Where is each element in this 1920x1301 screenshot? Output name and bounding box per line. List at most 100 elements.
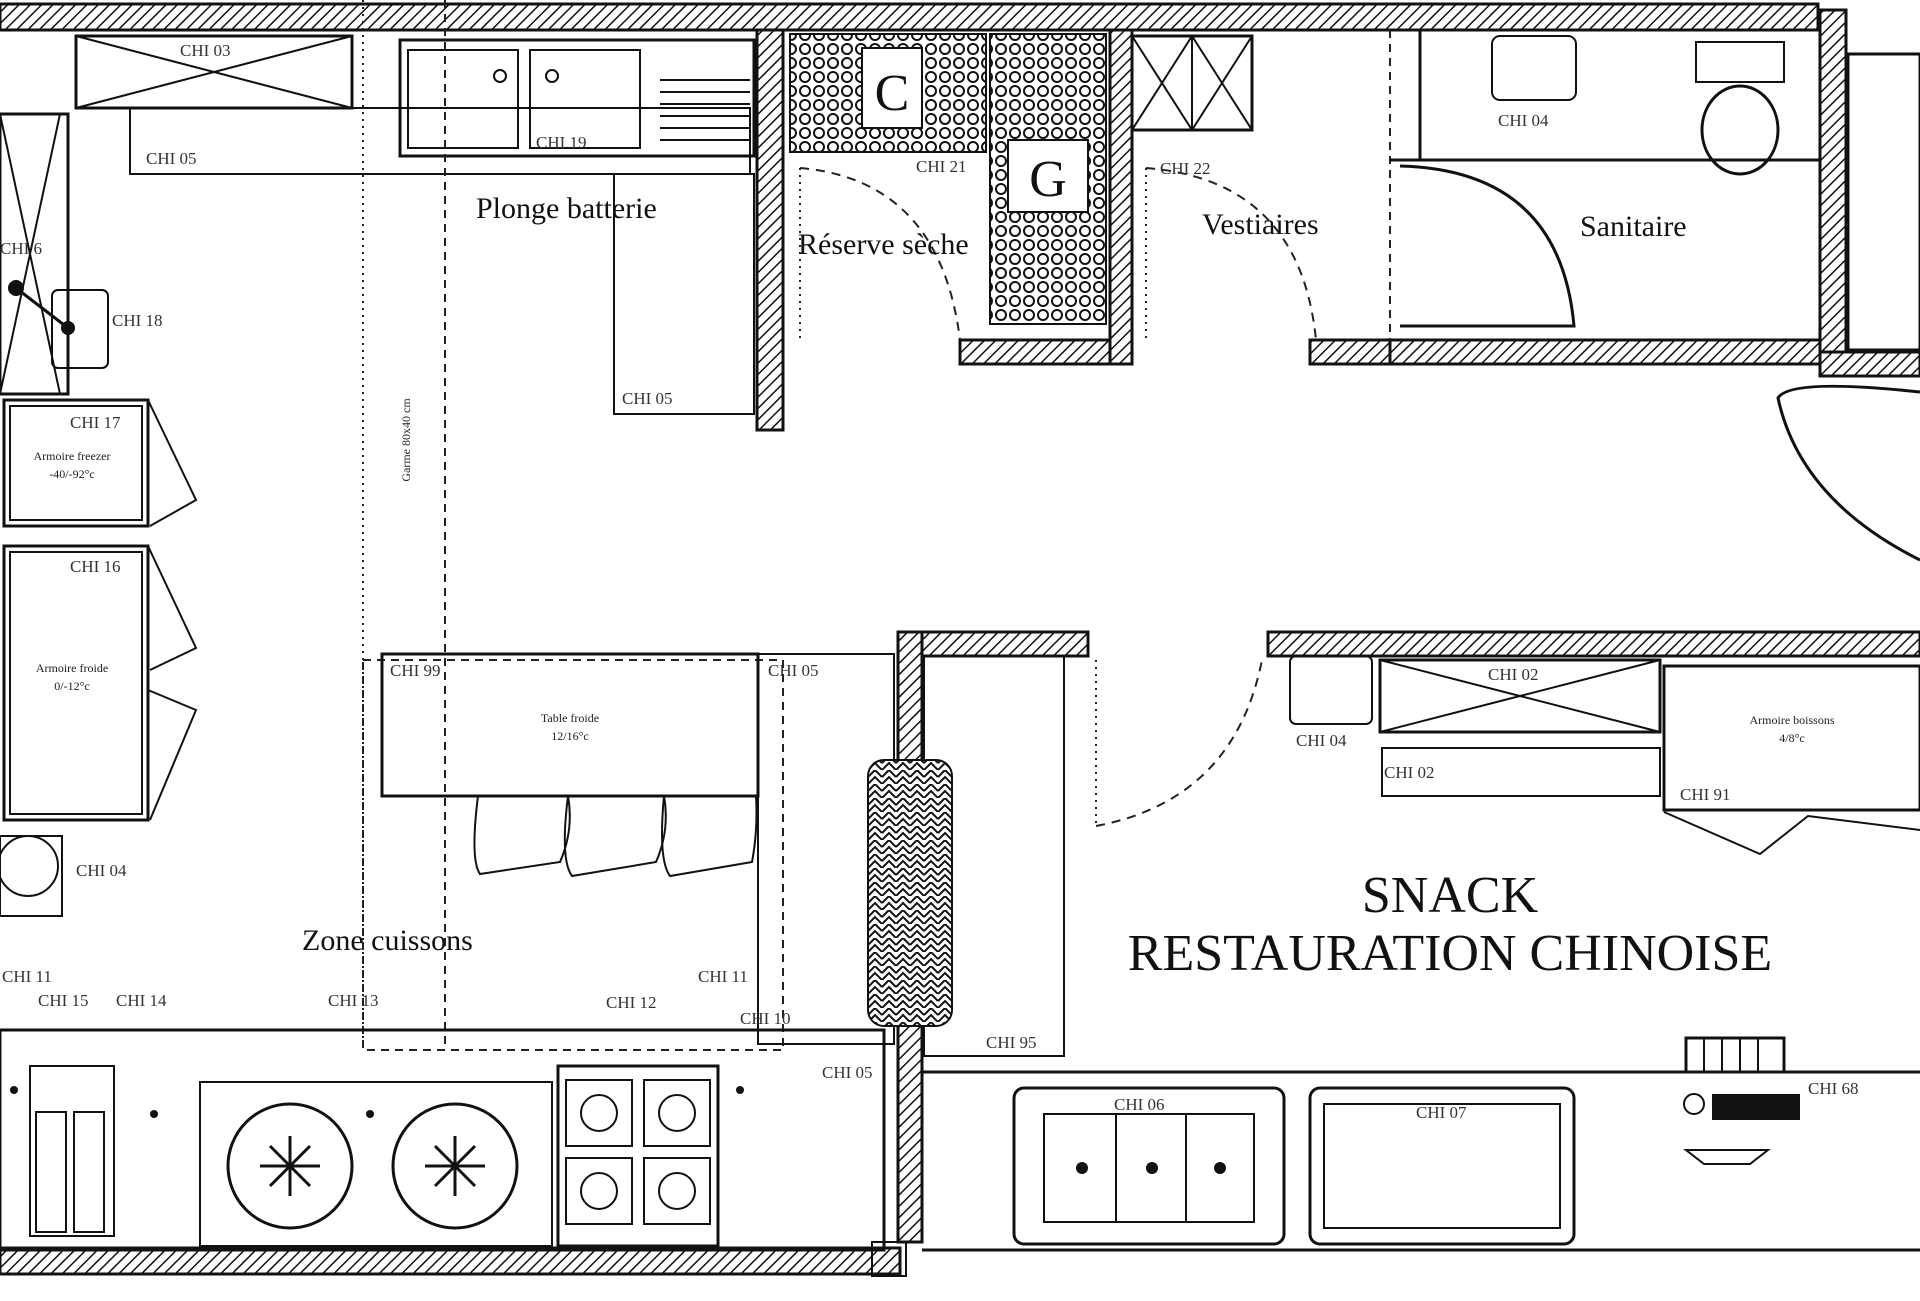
- tag: CHI 18: [112, 311, 163, 330]
- label-sanitaire: Sanitaire: [1580, 210, 1687, 243]
- freezer-cabinet: [2, 398, 150, 528]
- bain-marie-chi06: [1012, 1086, 1286, 1246]
- faucet-icon-2: [545, 69, 559, 83]
- letter-c: C: [875, 65, 910, 122]
- fridge-cabinet: [2, 544, 150, 822]
- sink-basin-2: [529, 49, 641, 149]
- pillar: [871, 1241, 907, 1277]
- tag: CHI 07: [1416, 1103, 1467, 1122]
- tag: CHI 11: [2, 967, 52, 986]
- tag: CHI 06: [1114, 1095, 1165, 1114]
- hood-dimension-label: Garme 80x40 cm: [399, 398, 413, 482]
- reference-tags: CHI 03 CHI 05 CHI 19 CHI 21 CHI 22 CHI 0…: [0, 41, 1859, 1122]
- sink-basin-1: [407, 49, 519, 149]
- left-equipment: [0, 112, 198, 917]
- tag: CHI 16: [70, 557, 121, 576]
- table-chi05-plonge: [613, 173, 755, 415]
- stool-icon: [1683, 1149, 1771, 1165]
- drainboard: [660, 79, 750, 141]
- fryer: [29, 1065, 115, 1237]
- back-rooms: [789, 30, 1920, 562]
- tag: CHI 12: [606, 993, 657, 1012]
- door-reserve: [799, 167, 961, 341]
- tag: CHI 05: [146, 149, 197, 168]
- tag: CHI 19: [536, 133, 587, 152]
- tag: CHI 05: [622, 389, 673, 408]
- armoire-freezer-label-1: Armoire freezer: [34, 449, 111, 463]
- tag: CHI 02: [1488, 665, 1539, 684]
- armoire-boissons: [1662, 664, 1920, 812]
- wok-range: [199, 1081, 553, 1247]
- wall-snack-top-a: [896, 630, 1090, 658]
- wall-bottom: [0, 1246, 902, 1276]
- tag: CHI 91: [1680, 785, 1731, 804]
- label-zone-cuissons: Zone cuissons: [302, 924, 473, 957]
- tag: CHI 05: [768, 661, 819, 680]
- armoire-froide-label-2: 0/-12°c: [54, 679, 89, 693]
- door-sanitaire: [1399, 164, 1576, 328]
- tag: CHI 14: [116, 991, 167, 1010]
- wall-reserve-left: [755, 28, 785, 432]
- gas-range: [556, 1064, 720, 1248]
- wok-burner-1-star: [260, 1136, 320, 1196]
- snack-title-line1: SNACK: [1362, 867, 1539, 924]
- wok-burner-2-star: [425, 1136, 485, 1196]
- tag: CHI 13: [328, 991, 379, 1010]
- snack-equipment: [867, 655, 1920, 1252]
- armoire-boissons-label-1: Armoire boissons: [1750, 713, 1835, 727]
- door-vestiaires: [1145, 167, 1317, 341]
- zigzag-panel: [867, 759, 953, 1027]
- handwash-chi04-left: [0, 835, 59, 897]
- table-froide-label-2: 12/16°c: [551, 729, 588, 743]
- wall-reserve-bottom: [958, 338, 1128, 366]
- wall-mid-1: [1108, 28, 1134, 366]
- tag: CHI 6: [0, 239, 42, 258]
- tag: CHI 04: [76, 861, 127, 880]
- armoire-boissons-label-2: 4/8°c: [1779, 731, 1804, 745]
- faucet-icon: [493, 69, 507, 83]
- plancha-chi07: [1308, 1086, 1576, 1246]
- table-froide-label-1: Table froide: [541, 711, 599, 725]
- label-plonge-batterie: Plonge batterie: [476, 192, 657, 225]
- tag: CHI 02: [1384, 763, 1435, 782]
- handwash-chi18: [51, 289, 109, 369]
- tag: CHI 99: [390, 661, 441, 680]
- snack-title-line2: RESTAURATION CHINOISE: [1128, 925, 1772, 982]
- cold-table: [380, 652, 895, 1045]
- cooking-line: [0, 1028, 886, 1252]
- handwash-chi04: [1289, 655, 1373, 725]
- wall-right-bottom: [1818, 350, 1920, 378]
- tag: CHI 05: [822, 1063, 873, 1082]
- armoire-froide-label-1: Armoire froide: [36, 661, 108, 675]
- tag: CHI 68: [1808, 1079, 1859, 1098]
- sink-sanitaire: [1491, 35, 1577, 101]
- letter-g: G: [1029, 151, 1067, 208]
- door-right-swing: [1776, 384, 1920, 562]
- sink-chi19: [398, 38, 756, 158]
- tag: CHI 15: [38, 991, 89, 1010]
- wok-burner-1-icon: [226, 1102, 354, 1230]
- cold-room-chi6: [0, 112, 70, 396]
- counter-chi05-top: [129, 107, 751, 175]
- wok-burner-2-icon: [391, 1102, 519, 1230]
- tag: CHI 04: [1498, 111, 1549, 130]
- gas-burners: [565, 1079, 711, 1225]
- lockers: [1130, 34, 1254, 132]
- toilet-bowl-icon: [1700, 84, 1780, 176]
- cooking-counter: [0, 1028, 886, 1252]
- door-snack: [1095, 659, 1263, 827]
- wall-snack-top-b: [1266, 630, 1920, 658]
- wall-top: [0, 2, 1820, 32]
- register-stand: [1684, 1036, 1786, 1074]
- right-door-frame: [1846, 52, 1920, 352]
- counter-chi02: [1381, 747, 1661, 797]
- toilet-tank: [1695, 41, 1785, 83]
- plonge-equipment: [74, 0, 756, 1050]
- wall-vest-bottom: [1308, 338, 1392, 366]
- wall-right-block: [1818, 8, 1848, 378]
- tag: CHI 22: [1160, 159, 1211, 178]
- cash-register-icon: [1712, 1094, 1800, 1120]
- tag: CHI 03: [180, 41, 231, 60]
